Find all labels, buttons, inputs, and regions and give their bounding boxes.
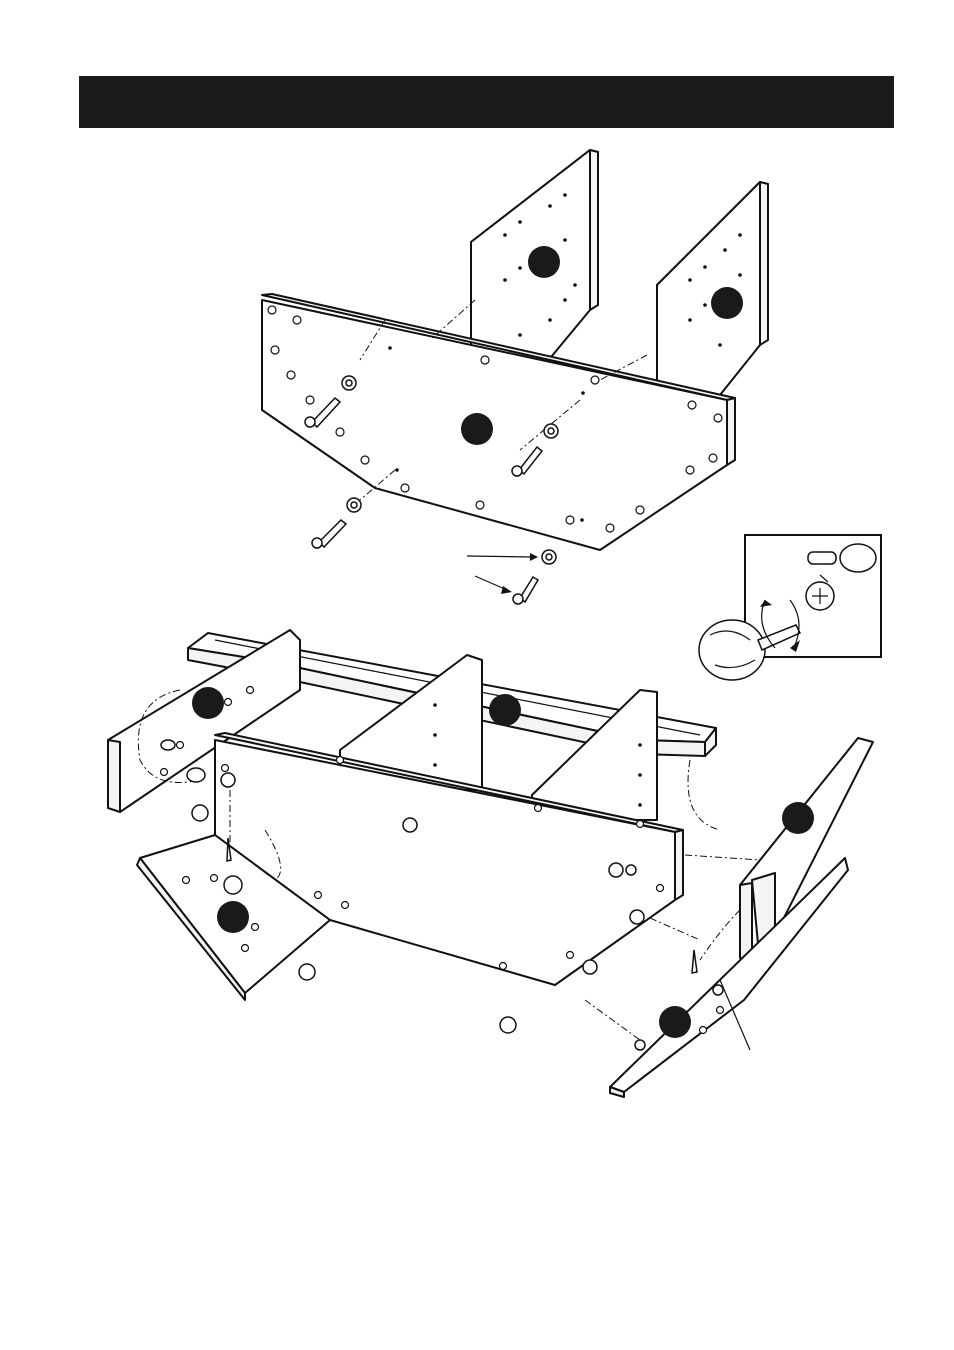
lower-assembly: [108, 630, 873, 1097]
badge-upper-right-panel: [711, 287, 743, 319]
badge-lower-top-rail: [489, 694, 521, 726]
dowel-lower-2: [692, 950, 697, 973]
badge-lower-left-end: [192, 687, 224, 719]
badge-upper-front-panel: [461, 413, 493, 445]
lower-right-end-panel: [740, 738, 873, 965]
badge-lower-right-end: [782, 802, 814, 834]
upper-assembly: [262, 150, 768, 604]
upper-right-vertical-panel: [657, 182, 768, 395]
badge-upper-left-panel: [528, 246, 560, 278]
cam-lock-inset: [699, 535, 881, 680]
cam-bolt-upper-3: [312, 498, 361, 548]
badge-lower-right-base: [659, 1006, 691, 1038]
badge-lower-left-base: [217, 901, 249, 933]
